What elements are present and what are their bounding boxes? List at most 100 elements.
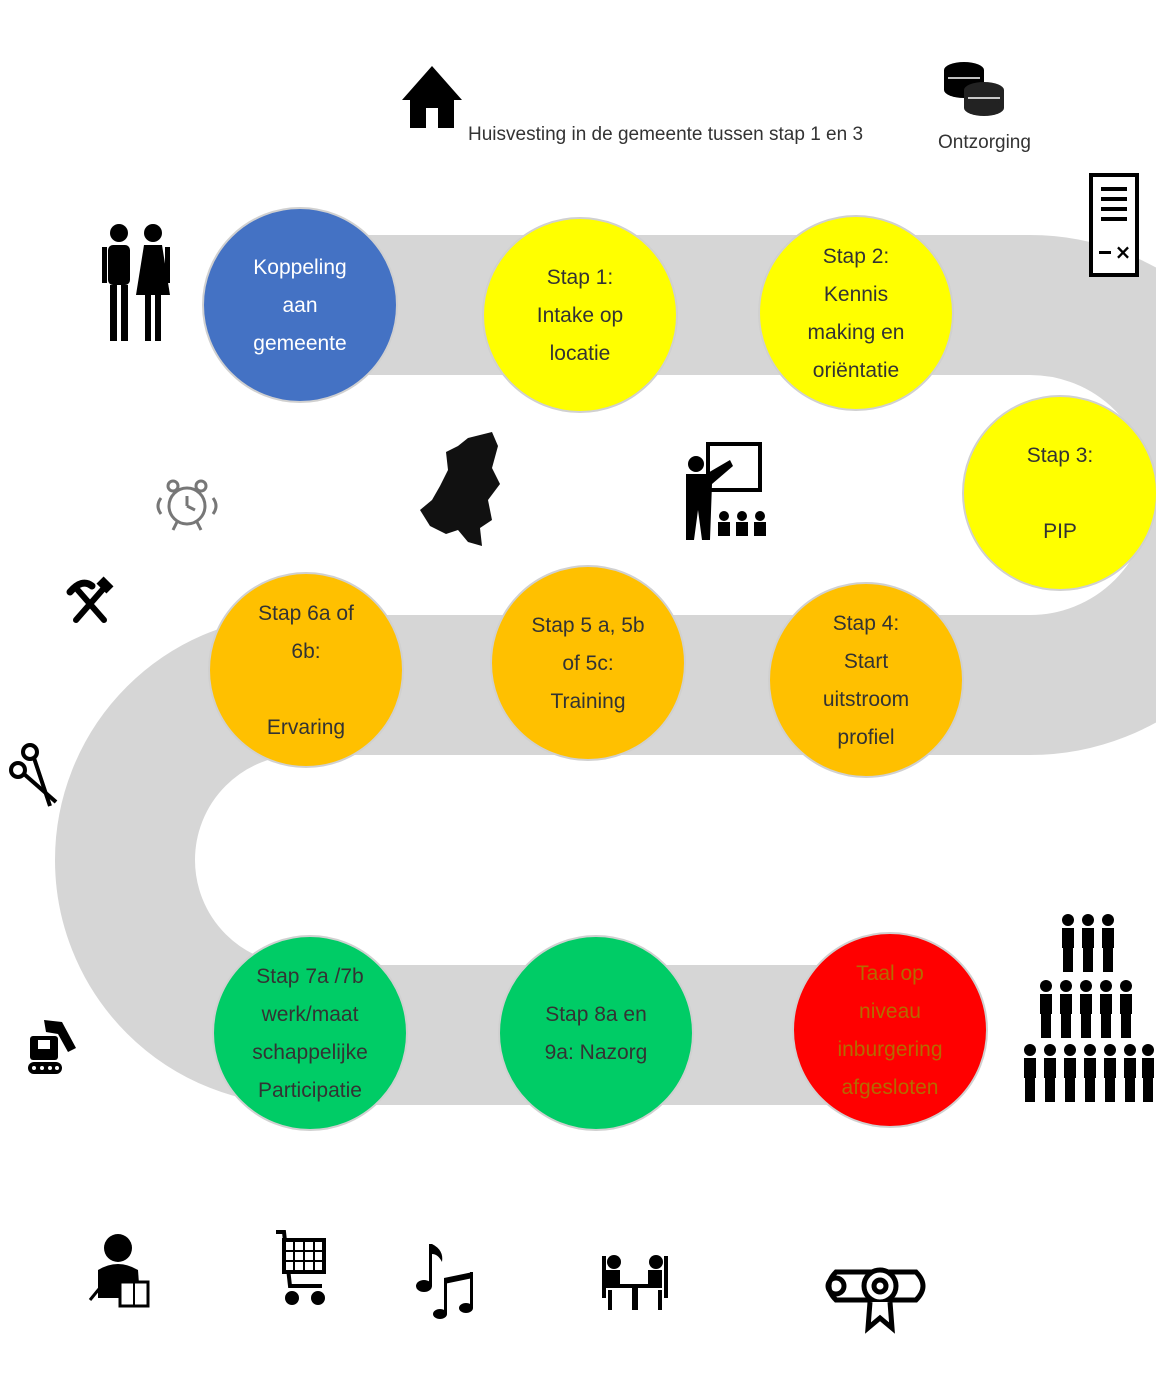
step-circle	[768, 582, 964, 778]
person-head	[1080, 980, 1092, 992]
meeting-icon	[602, 1255, 668, 1310]
person-body	[1102, 928, 1114, 948]
person-legs	[1025, 1078, 1035, 1102]
person-body	[1080, 994, 1092, 1014]
person-body	[1044, 1058, 1056, 1078]
person-body	[1124, 1058, 1136, 1078]
step-node-stap5: Stap 5 a, 5b of 5c: Training	[490, 565, 686, 761]
couple-icon	[102, 224, 170, 341]
step-circle	[212, 935, 408, 1131]
step-label-line: schappelijke	[252, 1041, 368, 1064]
person-head	[1104, 1044, 1116, 1056]
step-label-line: making en	[808, 321, 905, 344]
person-body	[1024, 1058, 1036, 1078]
teacher-icon	[686, 442, 766, 540]
person-legs	[1065, 1078, 1075, 1102]
music-icon	[416, 1244, 473, 1319]
step-circle	[490, 565, 686, 761]
person-body	[1060, 994, 1072, 1014]
person-head	[1124, 1044, 1136, 1056]
house-icon	[402, 66, 462, 128]
step-label-line: Stap 2:	[823, 245, 890, 268]
step-circle	[758, 215, 954, 411]
hammer-pick-icon	[66, 576, 114, 623]
contract-icon: ×	[1089, 173, 1139, 277]
step-label-line: Intake op	[537, 304, 623, 327]
step-label-line: Start	[844, 650, 889, 673]
person-head	[1024, 1044, 1036, 1056]
person-body	[1104, 1058, 1116, 1078]
person-head	[1120, 980, 1132, 992]
step-label-line: Stap 8a en	[545, 1003, 647, 1026]
step-label-line: Ervaring	[267, 716, 345, 739]
unburdening-caption: Ontzorging	[938, 132, 1031, 153]
person-head	[1142, 1044, 1154, 1056]
step-node-stap6: Stap 6a of 6b: Ervaring	[208, 572, 404, 768]
person-legs	[1041, 1014, 1051, 1038]
step-label-line: PIP	[1043, 520, 1077, 543]
step-circle	[202, 207, 398, 403]
crowd-icon	[1024, 914, 1154, 1102]
step-label-line: Stap 5 a, 5b	[531, 614, 644, 637]
alarm-clock-icon	[156, 479, 218, 531]
person-body	[1082, 928, 1094, 948]
step-label-line: gemeente	[253, 332, 346, 355]
step-label-line: of 5c:	[562, 652, 613, 675]
step-label-line: oriëntatie	[813, 359, 899, 382]
step-node-stap2: Stap 2: Kennis making en oriëntatie	[758, 215, 954, 411]
step-label-line: Training	[550, 690, 625, 713]
person-body	[1100, 994, 1112, 1014]
step-node-stap8: Stap 8a en 9a: Nazorg	[498, 935, 694, 1131]
svg-text:×: ×	[1115, 240, 1132, 264]
excavator-icon	[28, 1020, 76, 1074]
person-body	[1120, 994, 1132, 1014]
step-label-line: Stap 3:	[1027, 444, 1094, 467]
step-circle	[482, 217, 678, 413]
step-label-line: Taal op	[856, 962, 924, 985]
person-legs	[1121, 1014, 1131, 1038]
step-node-stap3: Stap 3: PIP	[962, 395, 1156, 591]
step-label-line: 9a: Nazorg	[545, 1041, 648, 1064]
person-legs	[1063, 948, 1073, 972]
person-legs	[1125, 1078, 1135, 1102]
person-legs	[1083, 948, 1093, 972]
step-label-line: niveau	[859, 1000, 921, 1023]
person-legs	[1061, 1014, 1071, 1038]
step-node-stap4: Stap 4: Start uitstroom profiel	[768, 582, 964, 778]
person-legs	[1081, 1014, 1091, 1038]
diploma-icon	[825, 1267, 926, 1334]
netherlands-map-icon	[420, 432, 500, 546]
shopping-cart-icon	[276, 1230, 326, 1305]
step-label-line: aan	[282, 294, 317, 317]
person-legs	[1105, 1078, 1115, 1102]
step-label-line: Koppeling	[253, 256, 346, 279]
step-label-line: profiel	[837, 726, 894, 749]
step-circle	[962, 395, 1156, 591]
person-legs	[1143, 1078, 1153, 1102]
person-head	[1100, 980, 1112, 992]
person-legs	[1045, 1078, 1055, 1102]
person-body	[1084, 1058, 1096, 1078]
step-label-line: inburgering	[837, 1038, 942, 1061]
person-body	[1062, 928, 1074, 948]
route-road	[55, 235, 1156, 1105]
person-body	[1142, 1058, 1154, 1078]
housing-caption: Huisvesting in de gemeente tussen stap 1…	[468, 124, 864, 145]
step-label-line: werk/maat	[261, 1003, 359, 1026]
person-head	[1060, 980, 1072, 992]
presenter-icon	[88, 1234, 150, 1308]
step-label-line: Stap 6a of	[258, 602, 354, 625]
step-node-koppeling: Koppeling aan gemeente	[202, 207, 398, 403]
step-label-line: uitstroom	[823, 688, 909, 711]
step-label-line: Stap 4:	[833, 612, 900, 635]
step-label-line: 6b:	[291, 640, 320, 663]
person-body	[1064, 1058, 1076, 1078]
person-head	[1084, 1044, 1096, 1056]
step-circle	[208, 572, 404, 768]
step-label-line: Kennis	[824, 283, 888, 306]
step-node-stap7: Stap 7a /7bwerk/maatschappelijkeParticip…	[212, 935, 408, 1131]
coins-icon	[944, 62, 1004, 116]
person-legs	[1103, 948, 1113, 972]
